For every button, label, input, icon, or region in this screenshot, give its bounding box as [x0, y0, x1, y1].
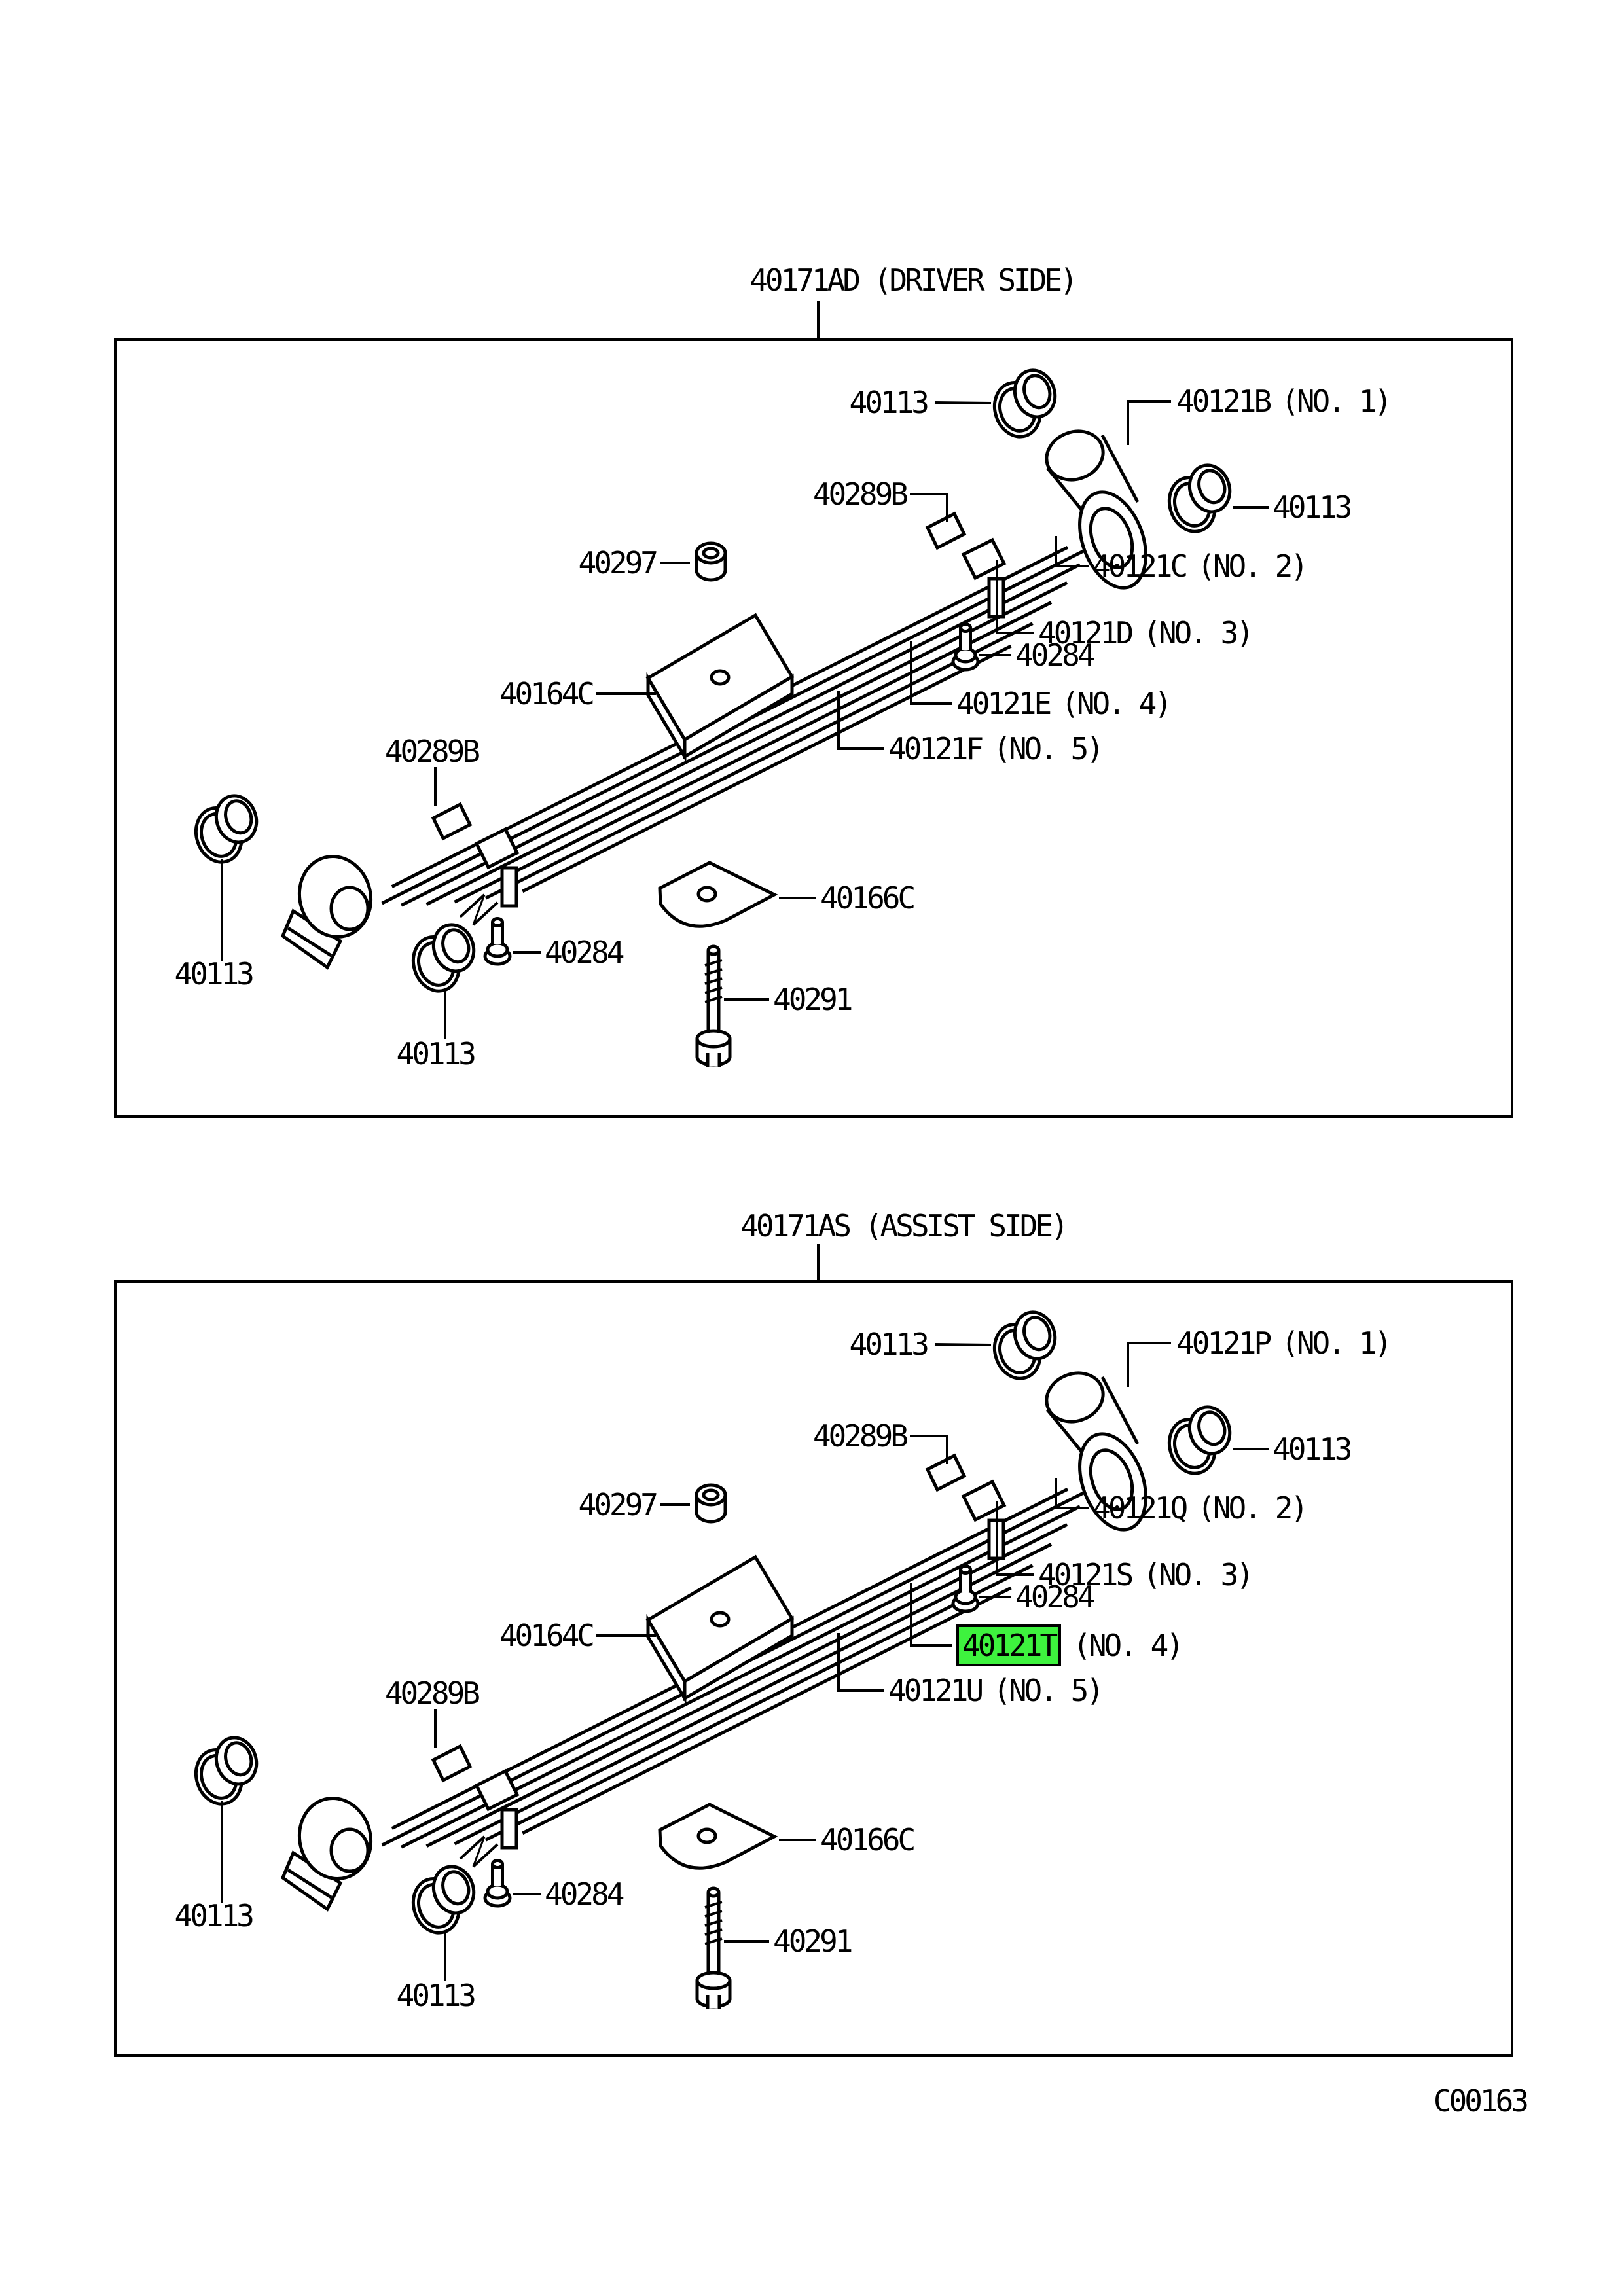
- part-number: 40121U: [888, 1673, 984, 1708]
- label-leaf-no1: 40121B (NO. 1): [1176, 384, 1392, 419]
- figure-code: C00163: [1433, 2083, 1529, 2119]
- label-clip-upper: 40289B: [812, 1418, 909, 1454]
- part-number: 40121S: [1038, 1557, 1134, 1592]
- label-leaf-no2: 40121Q(NO. 2): [1092, 1490, 1308, 1526]
- label-bushing-left: 40113: [174, 956, 255, 992]
- label-spring-seat: 40164C: [499, 676, 595, 711]
- label-plate: 40166C: [820, 1822, 916, 1857]
- part-qualifier: (NO. 2): [1197, 548, 1308, 584]
- label-leaf-no4: 40121E (NO. 4): [956, 686, 1172, 721]
- part-qualifier: (NO. 3): [1143, 615, 1254, 651]
- label-leaf-no4-highlighted: 40121T (NO. 4): [956, 1624, 1184, 1666]
- part-qualifier: (NO. 3): [1143, 1557, 1254, 1592]
- label-bolt-lower: 40284: [545, 935, 625, 970]
- label-bushing-left: 40113: [174, 1898, 255, 1933]
- label-center-bolt: 40291: [773, 1924, 854, 1959]
- label-nut: 40297: [578, 545, 659, 581]
- label-spring-seat: 40164C: [499, 1618, 595, 1653]
- label-leaf-no5: 40121U (NO. 5): [888, 1673, 1104, 1708]
- part-number: 40121B: [1176, 384, 1272, 419]
- label-bushing-bottom: 40113: [396, 1978, 477, 2013]
- part-number: 40121F: [888, 731, 984, 766]
- part-number: 40121E: [956, 686, 1052, 721]
- part-qualifier: (NO. 5): [993, 1673, 1104, 1708]
- label-leaf-no1: 40121P(NO. 1): [1176, 1325, 1392, 1361]
- part-qualifier: (NO. 1): [1281, 1325, 1392, 1361]
- label-bushing-bottom: 40113: [396, 1036, 477, 1071]
- part-number: 40121Q: [1092, 1490, 1188, 1526]
- label-leaf-no5: 40121F (NO. 5): [888, 731, 1104, 766]
- part-qualifier: (NO. 5): [993, 731, 1104, 766]
- highlighted-part-number: 40121T: [956, 1624, 1062, 1666]
- label-leaf-no2: 40121C(NO. 2): [1092, 548, 1308, 584]
- label-leaf-no3: 40121S (NO. 3): [1038, 1557, 1254, 1592]
- part-qualifier: (NO. 1): [1281, 384, 1392, 419]
- diagram-title-assist-side: 40171AS (ASSIST SIDE): [740, 1208, 1069, 1244]
- part-qualifier: (NO. 4): [1061, 686, 1172, 721]
- label-bushing-right: 40113: [1272, 490, 1353, 525]
- label-center-bolt: 40291: [773, 982, 854, 1017]
- part-number: 40121C: [1092, 548, 1188, 584]
- label-clip-lower: 40289B: [384, 734, 480, 769]
- label-bolt-upper: 40284: [1015, 637, 1096, 673]
- label-clip-lower: 40289B: [384, 1676, 480, 1711]
- part-number: 40121D: [1038, 615, 1134, 651]
- part-number: 40121P: [1176, 1325, 1272, 1361]
- label-plate: 40166C: [820, 880, 916, 916]
- label-bushing-right: 40113: [1272, 1431, 1353, 1467]
- part-qualifier: (NO. 4): [1073, 1628, 1184, 1663]
- label-clip-upper: 40289B: [812, 476, 909, 512]
- part-qualifier: (NO. 2): [1197, 1490, 1308, 1526]
- label-nut: 40297: [578, 1487, 659, 1522]
- label-leaf-no3: 40121D(NO. 3): [1038, 615, 1254, 651]
- label-bolt-upper: 40284: [1015, 1579, 1096, 1615]
- label-bushing-top: 40113: [849, 1327, 930, 1362]
- label-bolt-lower: 40284: [545, 1876, 625, 1912]
- diagram-title-driver-side: 40171AD (DRIVER SIDE): [749, 262, 1078, 298]
- label-bushing-top: 40113: [849, 385, 930, 420]
